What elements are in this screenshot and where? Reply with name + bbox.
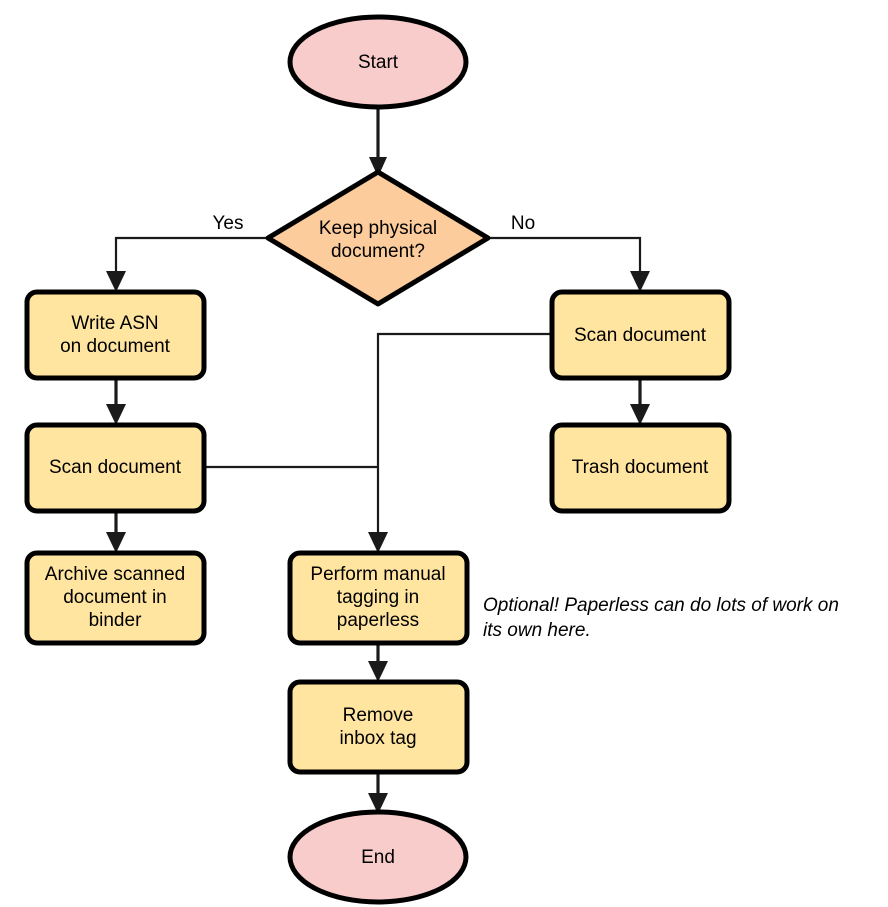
edge-decision-yes-to-write-asn: [106, 236, 266, 292]
node-decision-label-line1: Keep physical: [319, 218, 437, 239]
node-manual-tagging-label-line3: paperless: [337, 610, 419, 631]
node-end-label: End: [361, 847, 395, 868]
arrowhead-icon: [369, 157, 387, 177]
arrowhead-icon: [106, 271, 126, 292]
arrowhead-icon: [368, 532, 388, 553]
node-start[interactable]: Start: [287, 14, 469, 110]
node-decision-shape[interactable]: [265, 169, 491, 307]
node-scan-document-right-shape[interactable]: [549, 289, 732, 381]
arrowhead-icon: [368, 793, 388, 814]
node-scan-document-right[interactable]: Scan document: [549, 289, 732, 381]
node-decision-keep-physical-document[interactable]: Keep physical document?: [265, 169, 491, 307]
arrowhead-icon: [106, 404, 126, 425]
node-remove-inbox-tag-shape[interactable]: [287, 679, 470, 775]
node-write-asn[interactable]: Write ASN on document: [24, 289, 207, 381]
annotation-line-1: Optional! Paperless can do lots of work …: [483, 595, 839, 616]
node-start-label: Start: [358, 52, 399, 73]
edge-line-segment: [114, 236, 266, 278]
edge-scan-left-to-archive: [106, 510, 126, 553]
node-write-asn-label-line1: Write ASN: [71, 313, 158, 334]
arrowhead-icon: [630, 271, 650, 292]
node-start-shape[interactable]: [287, 14, 469, 110]
node-scan-document-left-shape[interactable]: [24, 422, 207, 514]
node-scan-document-left[interactable]: Scan document: [24, 422, 207, 514]
node-scan-document-right-label: Scan document: [574, 325, 707, 346]
node-archive-scanned-document[interactable]: Archive scanned document in binder: [24, 550, 207, 646]
node-scan-document-left-label: Scan document: [49, 457, 182, 478]
node-manual-tagging-label-line2: tagging in: [337, 587, 419, 608]
node-manual-tagging-shape[interactable]: [287, 550, 470, 646]
edge-scan-right-to-manual-tag: [368, 332, 552, 553]
annotation-optional-note: Optional! Paperless can do lots of work …: [483, 595, 839, 641]
edge-line-segment: [490, 236, 642, 278]
node-end-shape[interactable]: [287, 809, 469, 905]
edge-remove-inbox-to-end: [368, 772, 388, 814]
node-write-asn-label-line2: on document: [60, 336, 171, 357]
node-trash-document[interactable]: Trash document: [549, 422, 732, 514]
edge-label-yes: Yes: [213, 213, 244, 234]
node-archive-label-line1: Archive scanned: [45, 564, 185, 585]
node-archive-shape[interactable]: [24, 550, 207, 646]
edge-write-asn-to-scan-left: [106, 378, 126, 425]
edge-manual-tag-to-remove-inbox: [368, 643, 388, 682]
node-perform-manual-tagging[interactable]: Perform manual tagging in paperless: [287, 550, 470, 646]
node-write-asn-shape[interactable]: [24, 289, 207, 381]
node-remove-inbox-tag[interactable]: Remove inbox tag: [287, 679, 470, 775]
annotation-line-2: its own here.: [483, 620, 591, 641]
node-remove-inbox-tag-label-line2: inbox tag: [339, 728, 416, 749]
edge-layer: [106, 105, 650, 814]
edge-decision-no-to-scan-right: [490, 236, 650, 292]
node-decision-label-line2: document?: [331, 241, 425, 262]
node-archive-label-line2: document in: [63, 587, 167, 608]
arrowhead-icon: [630, 404, 650, 425]
node-trash-document-shape[interactable]: [549, 422, 732, 514]
node-archive-label-line3: binder: [89, 610, 142, 631]
node-end[interactable]: End: [287, 809, 469, 905]
edge-scan-right-to-trash: [630, 378, 650, 425]
node-trash-document-label: Trash document: [572, 457, 709, 478]
arrowhead-icon: [368, 661, 388, 682]
node-layer: Start Keep physical document? Write ASN …: [24, 14, 732, 905]
node-remove-inbox-tag-label-line1: Remove: [343, 705, 414, 726]
edge-label-layer: Yes No: [213, 213, 536, 234]
arrowhead-icon: [106, 532, 126, 553]
edge-label-no: No: [511, 213, 535, 234]
node-manual-tagging-label-line1: Perform manual: [310, 564, 445, 585]
edge-line-segment: [376, 332, 552, 540]
edge-start-to-decision: [369, 105, 387, 177]
